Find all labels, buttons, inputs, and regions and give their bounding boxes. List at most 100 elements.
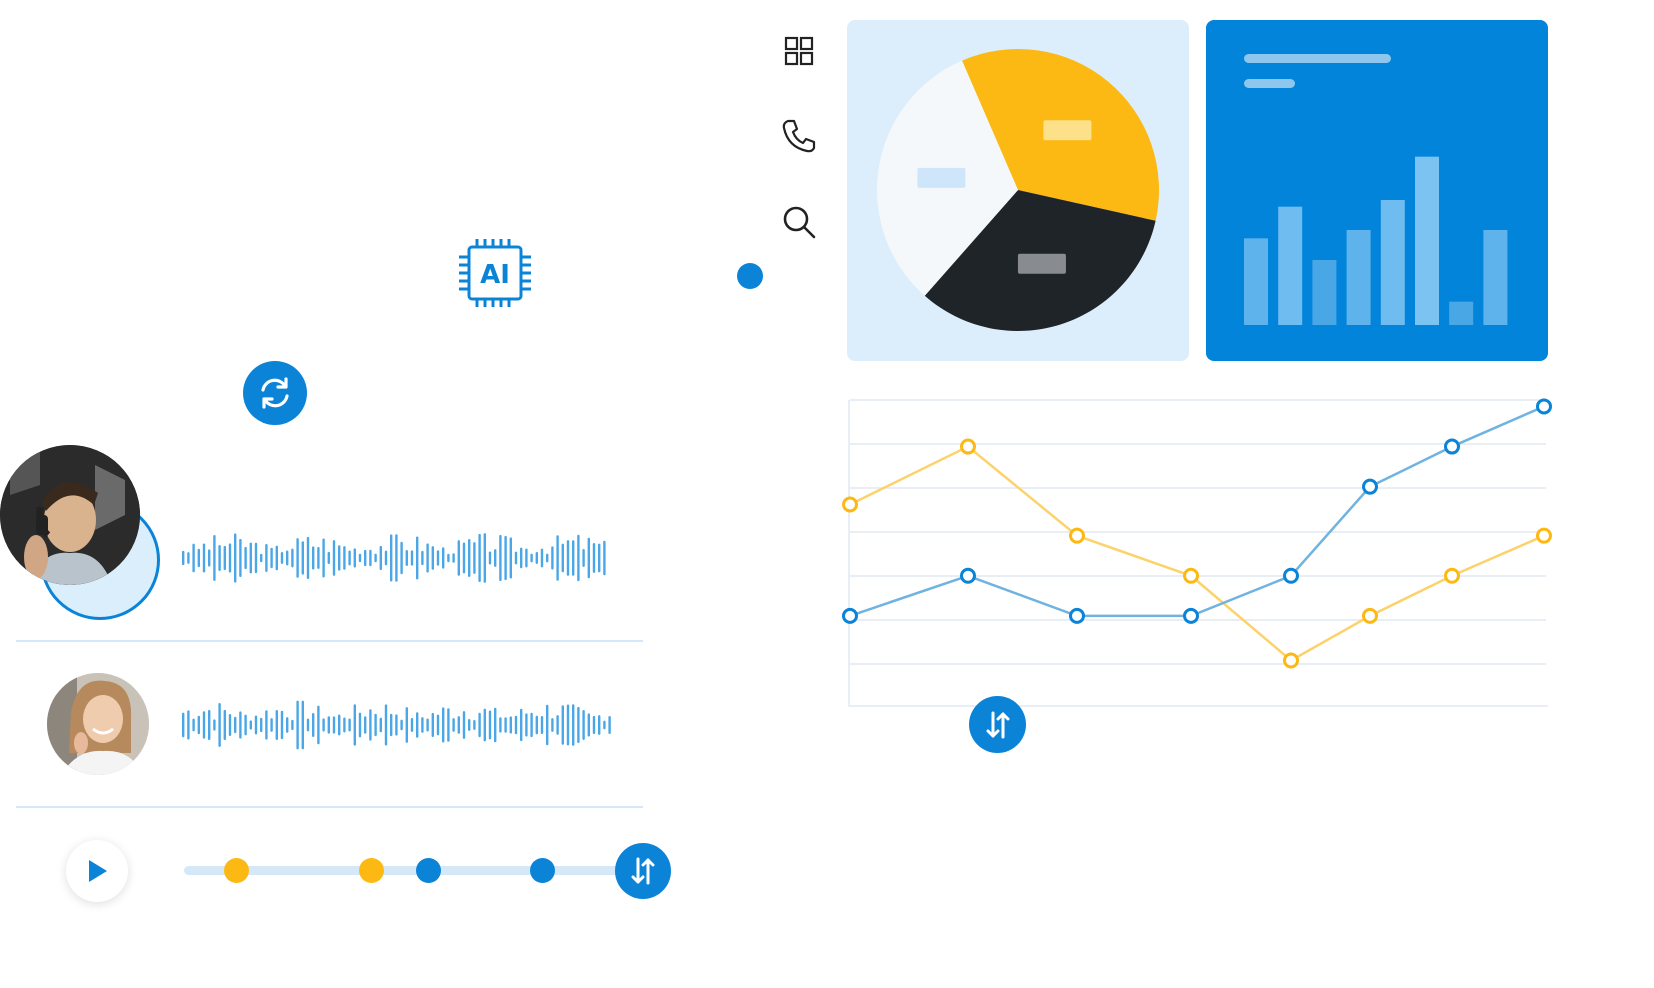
waveform-bar xyxy=(535,715,538,735)
audio-waveform-speaker-2 xyxy=(182,700,611,750)
waveform-bar xyxy=(426,543,429,573)
timeline-marker[interactable] xyxy=(359,858,385,883)
waveform-bar xyxy=(327,551,330,565)
waveform-bar xyxy=(603,720,606,730)
waveform-bar xyxy=(234,716,237,734)
waveform-bar xyxy=(312,712,315,738)
bar xyxy=(1415,156,1439,325)
waveform-bar xyxy=(535,551,538,565)
waveform-bar xyxy=(202,543,206,573)
grid-icon xyxy=(784,36,814,66)
waveform-bar xyxy=(468,719,471,731)
timeline-marker[interactable] xyxy=(416,858,442,883)
waveform-bar xyxy=(270,718,273,732)
bar xyxy=(1244,238,1268,325)
waveform-bar xyxy=(234,533,237,583)
waveform-bar xyxy=(405,707,408,743)
waveform-bar xyxy=(260,717,263,733)
waveform-bar xyxy=(572,540,575,576)
waveform-bar xyxy=(202,711,206,739)
bar-chart-title-placeholder xyxy=(1244,54,1391,63)
search-button[interactable] xyxy=(779,202,819,242)
swap-button-chart[interactable] xyxy=(969,696,1026,753)
bar xyxy=(1278,206,1303,325)
waveform-bar xyxy=(525,548,528,568)
waveform-bar xyxy=(509,537,512,579)
waveform-bar xyxy=(353,548,356,568)
waveform-bar xyxy=(582,710,585,740)
waveform-bar xyxy=(317,705,320,745)
grid-button[interactable] xyxy=(780,32,818,70)
row-divider xyxy=(16,640,643,642)
bar xyxy=(1483,230,1508,325)
waveform-bar xyxy=(192,718,195,732)
data-point xyxy=(1183,607,1199,624)
data-point xyxy=(1183,567,1199,584)
waveform-bar xyxy=(530,712,533,738)
waveform-bar xyxy=(301,541,304,575)
avatar-female xyxy=(47,673,149,775)
waveform-bar xyxy=(431,712,434,738)
data-point xyxy=(960,567,976,584)
waveform-bar xyxy=(514,551,518,565)
waveform-bar xyxy=(566,704,570,746)
waveform-bar xyxy=(254,542,258,574)
waveform-bar xyxy=(369,549,372,567)
waveform-bar xyxy=(447,708,450,742)
waveform-bar xyxy=(332,716,336,734)
waveform-bar xyxy=(306,536,310,580)
waveform-bar xyxy=(400,541,403,575)
waveform-bar xyxy=(338,714,341,736)
waveform-bar xyxy=(374,553,377,563)
timeline-marker[interactable] xyxy=(529,858,555,883)
waveform-bar xyxy=(395,714,398,736)
data-point xyxy=(1444,567,1460,584)
play-icon xyxy=(89,860,107,882)
waveform-bar xyxy=(187,710,190,740)
waveform-bar xyxy=(395,534,398,582)
waveform-bar xyxy=(353,704,356,746)
timeline-marker[interactable] xyxy=(224,858,250,883)
waveform-bar xyxy=(187,552,190,564)
swap-arrows-icon xyxy=(986,711,1009,738)
waveform-bar xyxy=(390,534,393,582)
row-divider xyxy=(16,806,643,808)
waveform-bar xyxy=(358,553,362,563)
waveform-bar xyxy=(369,709,372,741)
waveform-bar xyxy=(530,553,533,563)
swap-button[interactable] xyxy=(615,843,671,899)
waveform-bar xyxy=(249,542,252,574)
play-button[interactable] xyxy=(66,840,128,902)
phone-button[interactable] xyxy=(779,116,819,156)
waveform-bar xyxy=(364,549,367,567)
waveform-bar xyxy=(442,547,445,569)
waveform-bar xyxy=(421,717,424,733)
waveform-bar xyxy=(280,710,284,740)
status-dot xyxy=(737,263,763,289)
waveform-bar xyxy=(218,544,221,572)
data-point xyxy=(1069,527,1085,544)
waveform-bar xyxy=(332,540,336,576)
waveform-bar xyxy=(452,553,455,563)
ai-chip-label: AI xyxy=(480,260,510,290)
waveform-bar xyxy=(462,711,466,739)
waveform-bar xyxy=(468,538,471,578)
waveform-bar xyxy=(260,553,263,563)
bar xyxy=(1346,230,1371,325)
waveform-bar xyxy=(452,718,455,732)
waveform-bar xyxy=(223,545,226,571)
refresh-button[interactable] xyxy=(243,361,307,425)
waveform-bar xyxy=(244,714,247,736)
waveform-bar xyxy=(421,550,424,566)
waveform-bar xyxy=(265,710,268,740)
waveform-bar xyxy=(416,536,419,580)
waveform-bar xyxy=(494,707,497,743)
data-point xyxy=(960,438,976,455)
waveform-bar xyxy=(504,535,507,581)
waveform-bar xyxy=(520,708,523,742)
playback-timeline[interactable] xyxy=(184,858,620,883)
waveform-bar xyxy=(348,718,351,732)
waveform-bar xyxy=(208,709,211,741)
waveform-bar xyxy=(436,550,440,566)
waveform-bar xyxy=(291,548,294,568)
